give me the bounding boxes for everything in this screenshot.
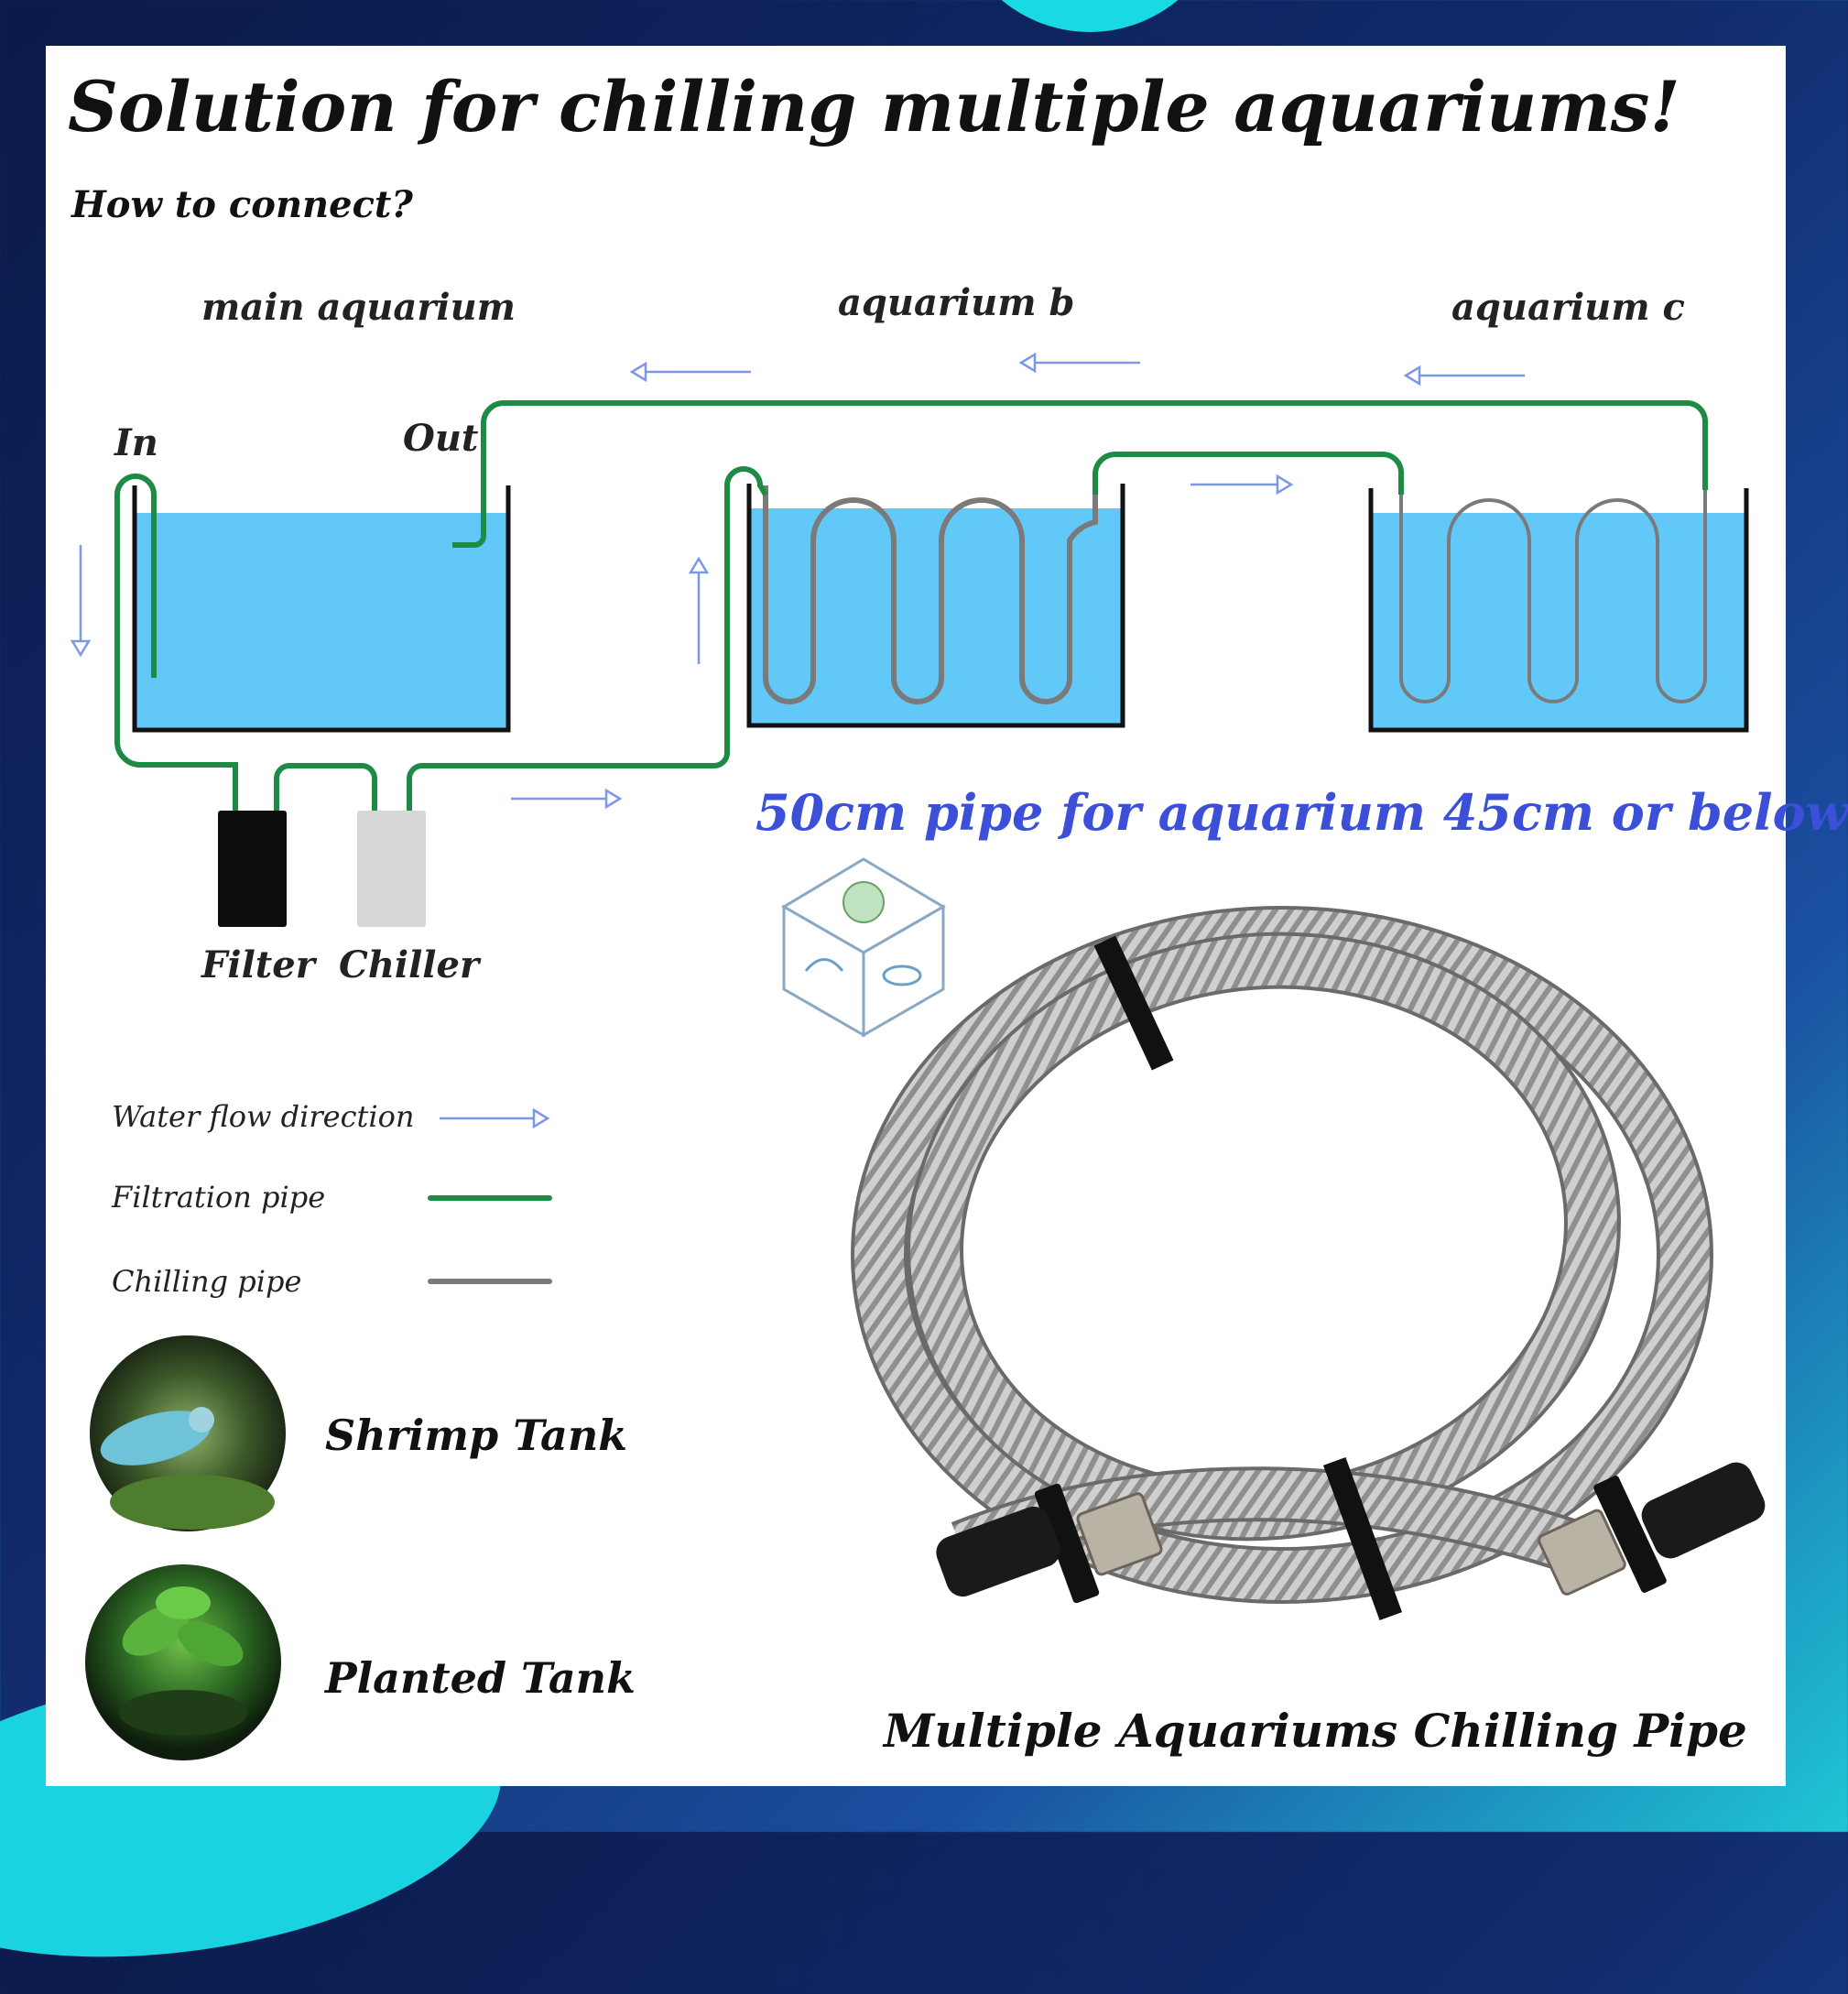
legend-chilling-label: Chilling pipe xyxy=(112,1264,302,1299)
flow-arrows xyxy=(70,352,1525,1129)
planted-tank-photo xyxy=(85,1564,281,1760)
diagram-canvas xyxy=(70,352,1766,1760)
chilling-pipe-product-photo xyxy=(851,906,1766,1621)
aquarium-c-tank xyxy=(1368,488,1749,733)
flow-arrow-top-2 xyxy=(1018,352,1140,374)
flow-arrow-right-b-c xyxy=(1190,474,1294,496)
filtration-pipe-inlet xyxy=(114,474,238,811)
filtration-pipe-filter-chiller xyxy=(274,763,377,811)
shrimp-tank-label: Shrimp Tank xyxy=(325,1411,628,1460)
decor-blob-top xyxy=(952,0,1227,32)
label-chiller: Chiller xyxy=(339,943,480,986)
main-aquarium-tank xyxy=(132,485,511,733)
filtration-pipe-b-to-c xyxy=(1092,452,1404,495)
filtration-pipe-to-b xyxy=(407,466,768,811)
flow-arrow-up-b xyxy=(688,556,710,664)
chiller-unit xyxy=(357,811,426,927)
label-aquarium-c: aquarium c xyxy=(1451,286,1685,329)
filtration-pipe-return xyxy=(452,400,1708,548)
brand-cube-logo xyxy=(781,857,946,1038)
chilling-coil-b xyxy=(763,485,1098,704)
planted-tank-label: Planted Tank xyxy=(325,1653,636,1703)
pipe-size-note: 50cm pipe for aquarium 45cm or below xyxy=(756,783,1848,842)
flow-arrow-top-3 xyxy=(1403,365,1525,387)
label-in-port: In xyxy=(114,421,158,464)
page-title: Solution for chilling multiple aquariums… xyxy=(68,66,1680,147)
flow-arrow-right-bottom xyxy=(511,788,623,810)
filter-unit xyxy=(218,811,287,927)
flow-arrow-down-left xyxy=(70,545,92,658)
label-out-port: Out xyxy=(403,417,479,460)
label-main-aquarium: main aquarium xyxy=(201,286,516,329)
product-caption: Multiple Aquariums Chilling Pipe xyxy=(884,1704,1747,1758)
chilling-coil-c xyxy=(1399,490,1707,703)
page-subtitle: How to connect? xyxy=(71,183,413,226)
infographic-panel: Solution for chilling multiple aquariums… xyxy=(46,46,1848,1786)
legend-filtration-label: Filtration pipe xyxy=(112,1180,326,1215)
legend-flow-label: Water flow direction xyxy=(112,1099,415,1134)
shrimp-tank-photo xyxy=(90,1335,286,1531)
label-aquarium-b: aquarium b xyxy=(838,281,1075,324)
legend-flow-arrow xyxy=(440,1107,550,1129)
flow-arrow-top-1 xyxy=(629,361,751,383)
label-filter: Filter xyxy=(201,943,315,986)
